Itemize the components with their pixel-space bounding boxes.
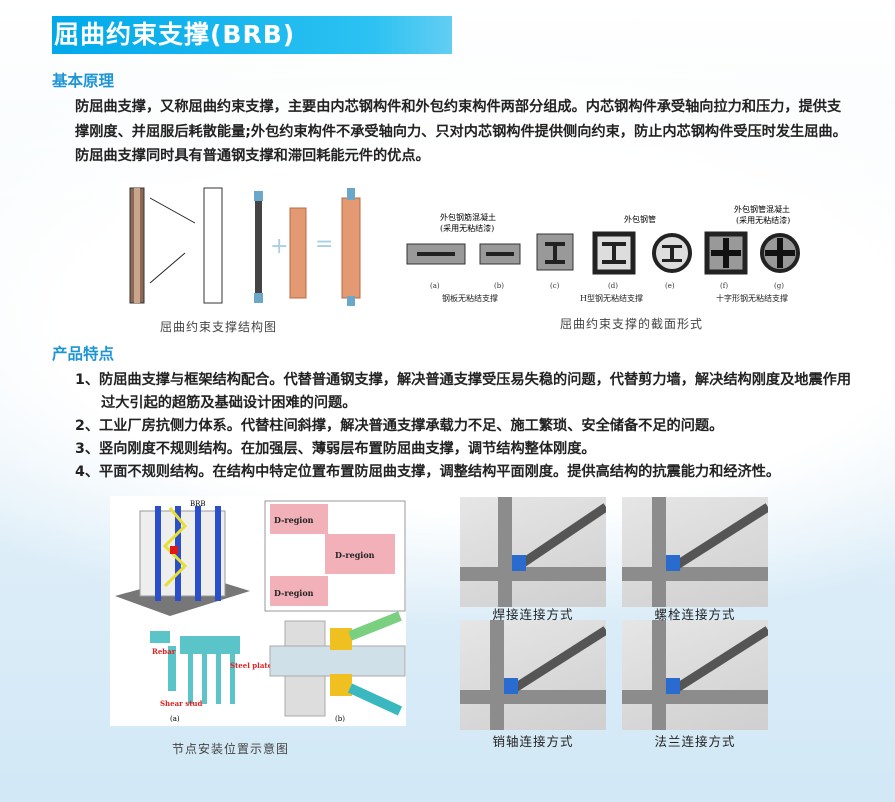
svg-text:(a): (a) <box>430 282 440 290</box>
svg-text:(g): (g) <box>774 282 784 290</box>
label-tube-concrete: 外包钢管混凝土 <box>734 204 790 214</box>
node-figure-caption: 节点安装位置示意图 <box>172 742 290 756</box>
bolted-connection-photo <box>622 497 771 607</box>
welded-connection-photo <box>460 497 609 607</box>
svg-text:H型钢无粘结支撑: H型钢无粘结支撑 <box>580 293 643 303</box>
svg-text:(b): (b) <box>494 282 504 290</box>
flange-caption: 法兰连接方式 <box>654 734 736 749</box>
label-tube: 外包钢管 <box>624 214 656 224</box>
svg-text:(c): (c) <box>550 282 560 290</box>
svg-text:十字形钢无粘结支撑: 十字形钢无粘结支撑 <box>716 293 788 303</box>
principle-paragraph: 防屈曲支撑，又称屈曲约束支撑，主要由内芯钢构件和外包约束构件两部分组成。内芯钢构… <box>75 99 847 164</box>
section-heading-principle: 基本原理 <box>52 72 115 90</box>
svg-text:(e): (e) <box>665 282 675 290</box>
pin-caption: 销轴连接方式 <box>492 734 574 749</box>
welded-caption: 焊接连接方式 <box>492 607 574 622</box>
svg-text:BRB: BRB <box>190 500 206 508</box>
feature-item: 1、防屈曲支撑与框架结构配合。代替普通钢支撑，解决普通支撑受压易失稳的问题，代替… <box>75 372 852 411</box>
flange-connection-photo <box>622 620 771 730</box>
svg-text:=: = <box>315 232 333 257</box>
svg-text:D-region: D-region <box>274 588 314 598</box>
feature-item: 3、竖向刚度不规则结构。在加强层、薄弱层布置防屈曲支撑，调节结构整体刚度。 <box>75 441 596 457</box>
svg-text:+: + <box>270 234 288 259</box>
features-list: 1、防屈曲支撑与框架结构配合。代替普通钢支撑，解决普通支撑受压易失稳的问题，代替… <box>75 369 865 484</box>
bolted-caption: 螺栓连接方式 <box>654 607 736 622</box>
structure-figure-caption: 屈曲约束支撑结构图 <box>160 320 278 334</box>
svg-text:(a): (a) <box>170 715 180 723</box>
svg-text:Steel plate: Steel plate <box>230 661 273 670</box>
svg-text:(d): (d) <box>608 282 618 290</box>
svg-text:(b): (b) <box>335 715 345 723</box>
label-concrete: 外包钢筋混凝土 <box>440 212 496 222</box>
label-unbonded2: (采用无粘结漆) <box>736 215 790 225</box>
svg-text:(f): (f) <box>720 282 728 290</box>
svg-text:D-region: D-region <box>335 550 375 560</box>
brb-section-figure: 外包钢筋混凝土 (采用无粘结漆) 外包钢管 外包钢管混凝土 (采用无粘结漆) (… <box>402 200 820 305</box>
brb-structure-figure: + = <box>120 183 390 309</box>
feature-item: 4、平面不规则结构。在结构中特定位置布置防屈曲支撑，调整结构平面刚度。提供高结构… <box>75 464 781 480</box>
section-figure-caption: 屈曲约束支撑的截面形式 <box>560 317 704 331</box>
svg-text:D-region: D-region <box>274 515 314 525</box>
pin-connection-photo <box>460 620 609 730</box>
svg-text:Rebar: Rebar <box>152 647 176 656</box>
svg-text:Shear stud: Shear stud <box>160 699 203 708</box>
svg-text:钢板无粘结支撑: 钢板无粘结支撑 <box>442 293 498 303</box>
feature-item: 2、工业厂房抗侧力体系。代替柱间斜撑，解决普通支撑承载力不足、施工繁琐、安全储备… <box>75 418 724 434</box>
section-heading-features: 产品特点 <box>52 345 115 363</box>
label-unbonded: (采用无粘结漆) <box>440 223 494 233</box>
page-title: 屈曲约束支撑(BRB) <box>52 16 452 54</box>
